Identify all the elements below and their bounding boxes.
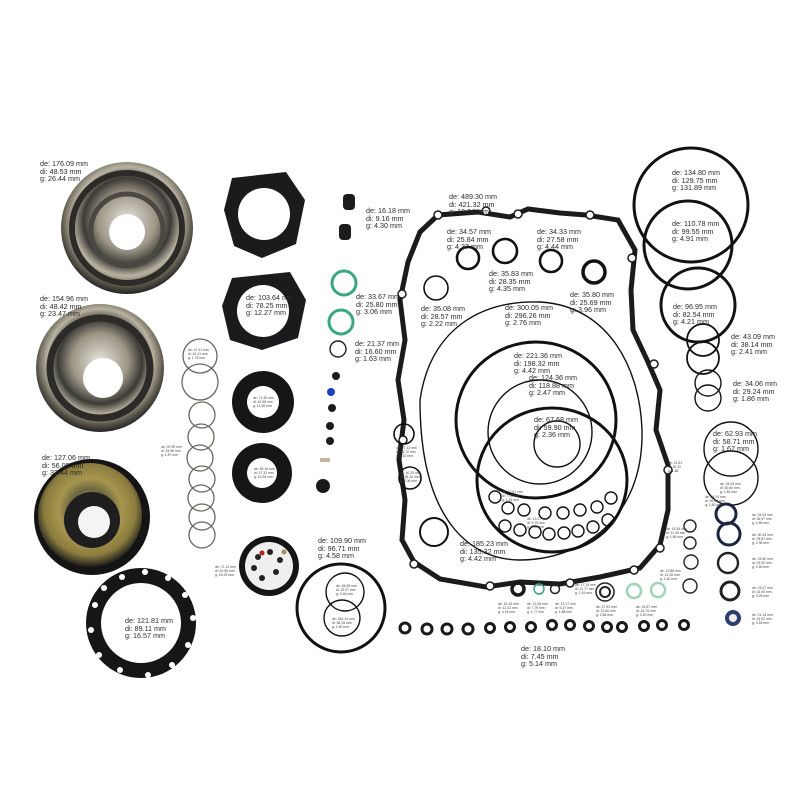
piston-1: [61, 162, 193, 294]
piston-3: [34, 459, 150, 575]
gasket-hex-1: [224, 172, 305, 258]
right-large-orings: [632, 146, 759, 506]
green-rings: [327, 269, 358, 336]
bottom-seal-row: [398, 581, 690, 636]
large-orings: [419, 301, 643, 561]
small-oring-cluster: [488, 490, 618, 541]
plug-seals: [339, 194, 355, 240]
snap-ring-stack: [181, 338, 219, 549]
right-small-seals: [682, 502, 742, 626]
oring-109-group: [295, 562, 387, 654]
seal-parts-cup: [239, 536, 299, 596]
gasket-round: [86, 568, 196, 678]
check-balls: [316, 372, 340, 493]
oil-seal-2: [232, 443, 292, 503]
main-oil-pan-gasket: [395, 206, 673, 591]
oil-seal-1: [232, 371, 294, 433]
small-oring: [329, 340, 347, 358]
piston-2: [36, 304, 164, 432]
gasket-inner-orings: [393, 237, 607, 547]
gasket-hex-2: [222, 272, 306, 350]
